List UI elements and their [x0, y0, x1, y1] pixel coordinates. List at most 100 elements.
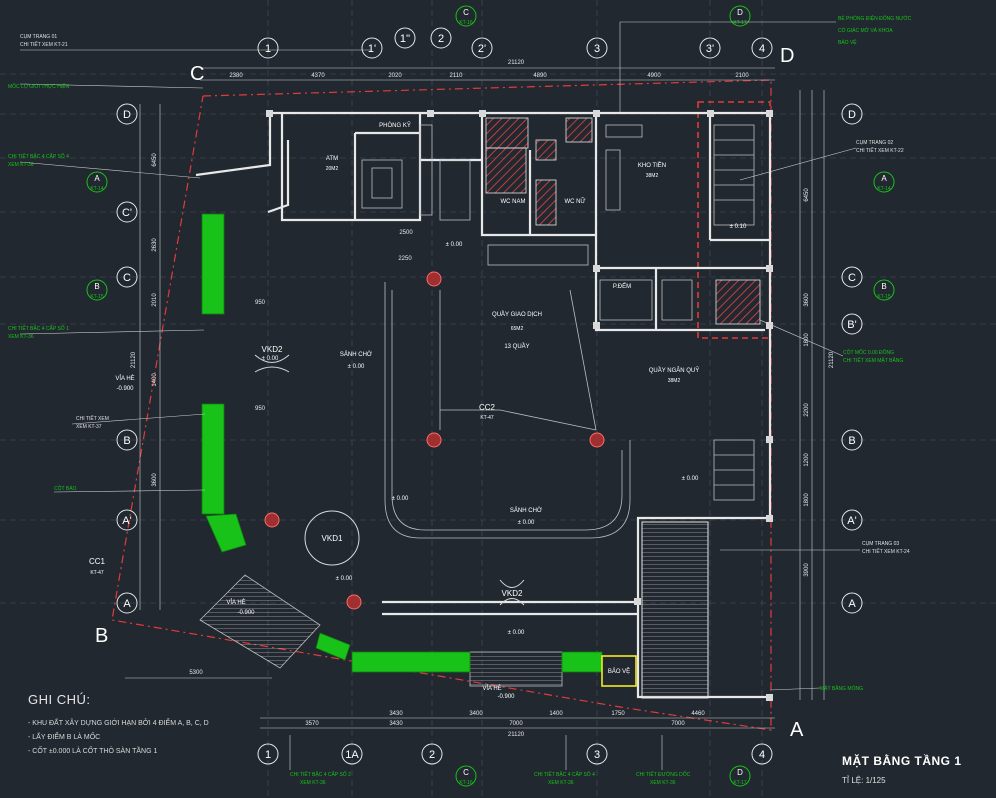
section-letter: A	[94, 174, 100, 183]
level-label: -0.900	[237, 610, 255, 616]
section-markers	[86, 5, 895, 787]
callout-text: MẶT BẰNG MÓNG	[820, 684, 863, 692]
room-kho-tien-area: 38M2	[646, 173, 659, 179]
grid-label-top-2p: 2'	[478, 43, 486, 55]
dim-top: 2020	[388, 73, 402, 79]
grid-marker-top	[586, 37, 608, 59]
section-letter: B	[94, 282, 99, 291]
section-ref: KT-15	[90, 294, 104, 300]
tag-cc1: CC1	[89, 557, 106, 566]
grid-label-top-1p: 1'	[368, 43, 376, 55]
room-phong-ky: PHÒNG KỸ	[379, 122, 411, 129]
vkd2-bottom-symbol	[499, 579, 525, 606]
grid-label-bottom-4: 4	[759, 749, 765, 761]
grid-marker-top	[361, 37, 383, 59]
room-via-he-1: VỈA HÈ	[115, 375, 134, 382]
dim-left: 2010	[152, 293, 158, 307]
dim-top: 2100	[735, 73, 749, 79]
grid-marker-top	[430, 27, 452, 49]
interior-lines	[361, 124, 755, 539]
callout-text: CÓ GIÁC MỞ VÀ KHOA	[838, 27, 893, 34]
dim-bottom: 7000	[509, 721, 523, 727]
grid-label-right-ap: A'	[847, 515, 856, 527]
right-grid-markers	[841, 103, 863, 614]
grid-label-left-d: D	[123, 109, 131, 121]
callout-text: CHI TIẾT BẬC 4 CẤP SỐ 4	[8, 153, 69, 160]
dim-bottom: 1400	[549, 711, 563, 717]
front-steps	[469, 651, 563, 687]
grid-label-top-3: 3	[594, 43, 600, 55]
corner-point-c: C	[190, 63, 204, 85]
room-via-he-2: VỈA HÈ	[226, 599, 245, 606]
grid-label-bottom-2: 2	[429, 749, 435, 761]
dim-left: 1400	[152, 373, 158, 387]
level-label: -0.900	[497, 694, 515, 700]
dim-right: 6450	[804, 188, 810, 202]
section-letter: D	[737, 8, 743, 17]
level-label: ± 0.00	[446, 242, 463, 248]
callout-text: CHI TIẾT ĐƯỜNG DỐC	[636, 771, 691, 778]
notes-line: - KHU ĐẤT XÂY DỰNG GIỚI HẠN BỞI 4 ĐIỂM A…	[28, 720, 209, 727]
level-label: ± 0.00	[518, 520, 535, 526]
level-label: ± 0.00	[392, 496, 409, 502]
level-label: ± 0.00	[348, 364, 365, 370]
dim-bottom-total: 21120	[508, 732, 525, 738]
tag-cc2-ref: KT-47	[480, 415, 494, 421]
room-via-he-3: VỈA HÈ	[482, 685, 501, 692]
diagonal-steps	[199, 574, 321, 669]
dim-top: 4890	[533, 73, 547, 79]
room-quay-ngan-quy-area: 38M2	[668, 378, 681, 384]
callout-text: XEM KT-36	[8, 162, 34, 168]
tag-vkd2-left: VKD2	[262, 345, 283, 354]
callout-text: CỤM TRANG 03	[862, 541, 899, 547]
dim-right: 1200	[804, 453, 810, 467]
callout-text: CỘT BÁO	[54, 485, 77, 492]
room-p-dem: P.ĐẾM	[613, 283, 631, 290]
section-ref: KT-17	[733, 20, 747, 26]
notes-line: - LẤY ĐIỂM B LÀ MỐC	[28, 734, 101, 741]
level-label: ± 0.00	[336, 576, 353, 582]
hatched-areas	[485, 117, 761, 325]
notes-block: GHI CHÚ: - KHU ĐẤT XÂY DỰNG GIỚI HẠN BỞI…	[28, 692, 209, 759]
level-label: ± 0.00	[682, 476, 699, 482]
leader-lines	[19, 21, 860, 770]
dimension-lines	[125, 67, 825, 729]
section-letter: B	[881, 282, 886, 291]
level-label: ± 0.00	[262, 356, 279, 362]
grid-label-top-4: 4	[759, 43, 765, 55]
dim-top: 4900	[647, 73, 661, 79]
dim-bottom: 4460	[691, 711, 705, 717]
callout-text: MỐC LỘ GIỚI THỰC HIỆN	[8, 82, 70, 90]
section-letter: D	[737, 768, 743, 777]
guard-box	[601, 655, 637, 687]
room-sanh-cho-1: SẢNH CHỜ	[340, 351, 372, 358]
dim-bottom: 3400	[469, 711, 483, 717]
room-quay-count: 13 QUẦY	[504, 343, 529, 350]
notes-heading: GHI CHÚ:	[28, 692, 91, 707]
grid-label-left-ap: A'	[122, 515, 131, 527]
dim-top: 4370	[311, 73, 325, 79]
top-grid-markers	[257, 27, 773, 59]
dim-bottom: 3430	[389, 721, 403, 727]
grid-label-right-c: C	[848, 272, 856, 284]
section-ref: KT-15	[877, 294, 891, 300]
dim-right: 2200	[804, 403, 810, 417]
dim-misc: 950	[255, 300, 266, 306]
dim-left: 6450	[152, 153, 158, 167]
room-bao-ve: BẢO VỆ	[608, 667, 630, 675]
grid-label-left-c: C	[123, 272, 131, 284]
level-label: -0.900	[116, 386, 134, 392]
callout-text: CHI TIẾT XEM KT-21	[20, 41, 68, 48]
corner-point-d: D	[780, 45, 794, 67]
level-label: ± 0.10	[730, 224, 747, 230]
grid-marker-top	[751, 37, 773, 59]
drawing-title-block: MẶT BẰNG TẦNG 1 TỈ LỆ: 1/125	[842, 754, 962, 785]
grid-label-right-bp: B'	[847, 319, 856, 331]
bottom-grid-markers	[257, 743, 773, 765]
section-ref: KT-14	[90, 186, 104, 192]
callout-text: BẢO VỆ	[838, 38, 857, 46]
corner-point-a: A	[790, 719, 804, 741]
grid-label-bottom-3: 3	[594, 749, 600, 761]
dim-bottom: 3430	[389, 711, 403, 717]
dim-misc: 2500	[399, 230, 413, 236]
